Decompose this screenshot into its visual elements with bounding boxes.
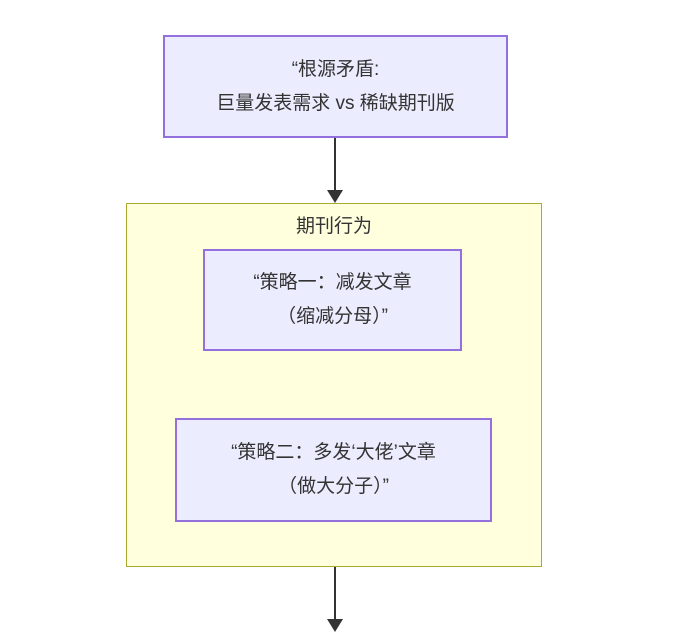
node-strategy-2-line1: “策略二：多发‘大佬’文章 — [231, 442, 436, 463]
edge-root-to-cluster — [327, 138, 343, 203]
cluster-title: 期刊行为 — [295, 216, 372, 237]
arrowhead-down-icon — [327, 190, 343, 203]
edge-cluster-to-offscreen — [327, 567, 343, 632]
node-strategy-1-line2: （缩减分母）” — [277, 306, 388, 327]
node-strategy-1-line1: “策略一：减发文章 — [253, 272, 412, 293]
node-strategy-1: “策略一：减发文章 （缩减分母）” — [203, 249, 462, 351]
node-strategy-2-line2: （做大分子）” — [278, 476, 389, 497]
node-root-conflict-line1: “根源矛盾: — [291, 58, 380, 80]
edge-line — [334, 138, 336, 190]
edge-line — [334, 567, 336, 619]
node-strategy-2: “策略二：多发‘大佬’文章 （做大分子）” — [175, 418, 492, 522]
node-root-conflict-line2: 巨量发表需求 vs 稀缺期刊版 — [216, 92, 455, 114]
node-root-conflict: “根源矛盾: 巨量发表需求 vs 稀缺期刊版 — [163, 35, 508, 138]
arrowhead-down-icon — [327, 619, 343, 632]
